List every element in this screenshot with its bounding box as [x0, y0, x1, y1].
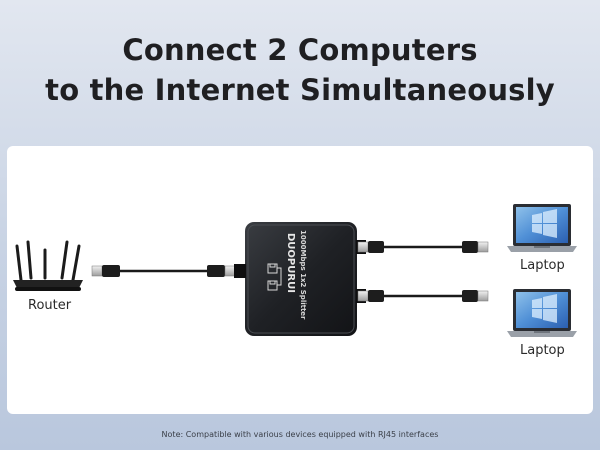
router-label: Router [28, 298, 72, 313]
laptop-top-icon [507, 204, 577, 252]
cable-router-splitter [91, 265, 236, 277]
laptop-bottom-icon [507, 289, 577, 337]
headline-line-1: Connect 2 Computers [122, 33, 478, 67]
headline: Connect 2 Computers to the Internet Simu… [0, 30, 600, 110]
laptop-top-label: Laptop [520, 258, 565, 273]
ethernet-port-icon [267, 263, 282, 291]
router-icon [13, 240, 83, 291]
compatibility-note: Note: Compatible with various devices eq… [161, 430, 439, 439]
cable-splitter-laptop-bottom [357, 290, 489, 302]
splitter-model: 1000Mbps 1x2 Splitter [299, 230, 307, 320]
connection-diagram: DUOPURUI 1000Mbps 1x2 Splitter [13, 204, 577, 337]
splitter-brand: DUOPURUI [285, 233, 296, 293]
cable-splitter-laptop-top [357, 241, 489, 253]
headline-line-2: to the Internet Simultaneously [45, 73, 555, 107]
laptop-bottom-label: Laptop [520, 343, 565, 358]
